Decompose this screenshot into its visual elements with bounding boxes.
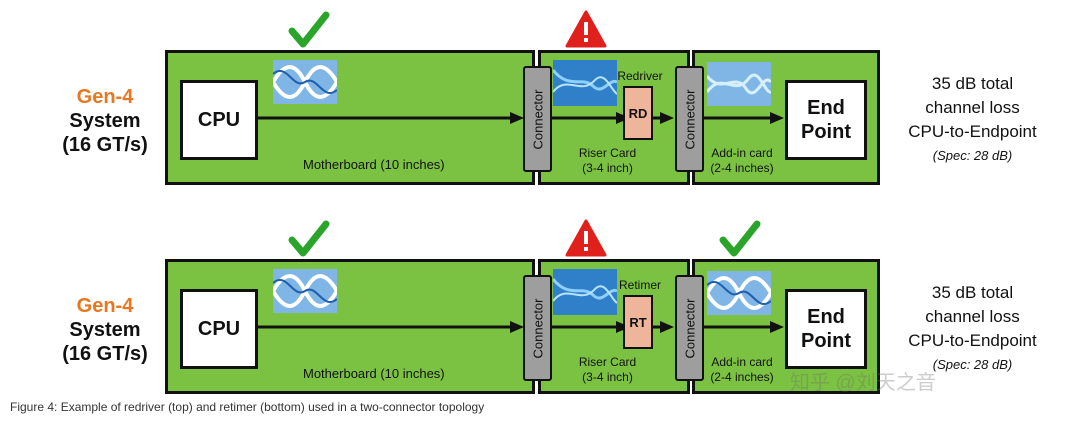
gen-label: Gen-4	[76, 295, 134, 317]
eye-diagram-graphic	[551, 278, 618, 304]
warning-icon	[565, 10, 607, 48]
connector-label: Connector	[682, 89, 698, 149]
eye-diagram-motherboard	[271, 269, 339, 313]
watermark: 知乎 @刘天之音	[790, 372, 936, 394]
loss-line3: CPU-to-Endpoint	[908, 331, 1037, 350]
device-title: Redriver	[617, 69, 663, 83]
eye-diagram-graphic	[271, 274, 339, 308]
riser-card-label: Riser Card (3-4 inch)	[560, 355, 655, 385]
riser-card-line2: (3-4 inch)	[582, 161, 633, 175]
chip-label: RD	[628, 105, 648, 121]
connector-1: Connector	[523, 275, 552, 381]
eye-diagram-graphic	[705, 276, 773, 310]
warning-icon	[565, 219, 607, 257]
retimer-chip: RT	[623, 295, 653, 349]
cpu-label: CPU	[197, 109, 241, 131]
endpoint-line2: Point	[801, 330, 851, 352]
connector-2: Connector	[675, 275, 704, 381]
connector-label: Connector	[530, 89, 546, 149]
cpu-box: CPU	[180, 80, 258, 160]
system-label-line1: System	[69, 319, 141, 341]
chip-label: RT	[629, 314, 647, 330]
cpu-label: CPU	[197, 318, 241, 340]
add-in-card-label: Add-in card (2-4 inches)	[699, 146, 785, 176]
endpoint-line1: End	[807, 97, 845, 119]
eye-diagram-add-in	[705, 271, 773, 315]
eye-diagram-graphic	[705, 73, 773, 95]
endpoint-box: End Point	[785, 289, 867, 369]
add-in-card-line1: Add-in card	[711, 146, 773, 160]
loss-line2: channel loss	[925, 98, 1020, 117]
add-in-card-line2: (2-4 inches)	[710, 370, 774, 384]
loss-line3: CPU-to-Endpoint	[908, 122, 1037, 141]
riser-card-line1: Riser Card	[578, 146, 637, 160]
eye-diagram-graphic	[271, 65, 339, 99]
device-title: Retimer	[618, 278, 661, 292]
redriver-chip: RD	[623, 86, 653, 140]
signal-arrows	[258, 112, 784, 124]
spec-note: (Spec: 28 dB)	[932, 148, 1013, 163]
system-label: Gen-4 System (16 GT/s)	[40, 294, 170, 366]
endpoint-box: End Point	[785, 80, 867, 160]
loss-line1: 35 dB total	[931, 74, 1014, 93]
riser-card-label: Riser Card (3-4 inch)	[560, 146, 655, 176]
figure-caption: Figure 4: Example of redriver (top) and …	[10, 400, 485, 414]
eye-diagram-riser	[551, 60, 618, 106]
eye-diagram-riser	[551, 269, 618, 315]
connector-label: Connector	[530, 298, 546, 358]
check-icon	[288, 220, 330, 257]
spec-note: (Spec: 28 dB)	[932, 357, 1013, 372]
connector-label: Connector	[682, 298, 698, 358]
endpoint-line1: End	[807, 306, 845, 328]
add-in-card-line1: Add-in card	[711, 355, 773, 369]
connector-2: Connector	[675, 66, 704, 172]
connector-1: Connector	[523, 66, 552, 172]
check-icon	[288, 11, 330, 48]
check-icon	[719, 220, 761, 257]
eye-diagram-add-in	[705, 62, 773, 106]
riser-card-line2: (3-4 inch)	[582, 370, 633, 384]
motherboard-label: Motherboard (10 inches)	[303, 157, 445, 172]
system-label: Gen-4 System (16 GT/s)	[40, 85, 170, 157]
loss-line1: 35 dB total	[931, 283, 1014, 302]
motherboard-label: Motherboard (10 inches)	[303, 366, 445, 381]
riser-card-line1: Riser Card	[578, 355, 637, 369]
gen-label: Gen-4	[76, 86, 134, 108]
channel-loss-note: 35 dB total channel loss CPU-to-Endpoint…	[890, 281, 1055, 377]
channel-loss-note: 35 dB total channel loss CPU-to-Endpoint…	[890, 72, 1055, 168]
system-label-line2: (16 GT/s)	[62, 134, 148, 156]
system-label-line1: System	[69, 110, 141, 132]
add-in-card-label: Add-in card (2-4 inches)	[699, 355, 785, 385]
endpoint-line2: Point	[801, 121, 851, 143]
eye-diagram-motherboard	[271, 60, 339, 104]
eye-diagram-graphic	[551, 69, 618, 95]
add-in-card-line2: (2-4 inches)	[710, 161, 774, 175]
system-label-line2: (16 GT/s)	[62, 343, 148, 365]
cpu-box: CPU	[180, 289, 258, 369]
loss-line2: channel loss	[925, 307, 1020, 326]
